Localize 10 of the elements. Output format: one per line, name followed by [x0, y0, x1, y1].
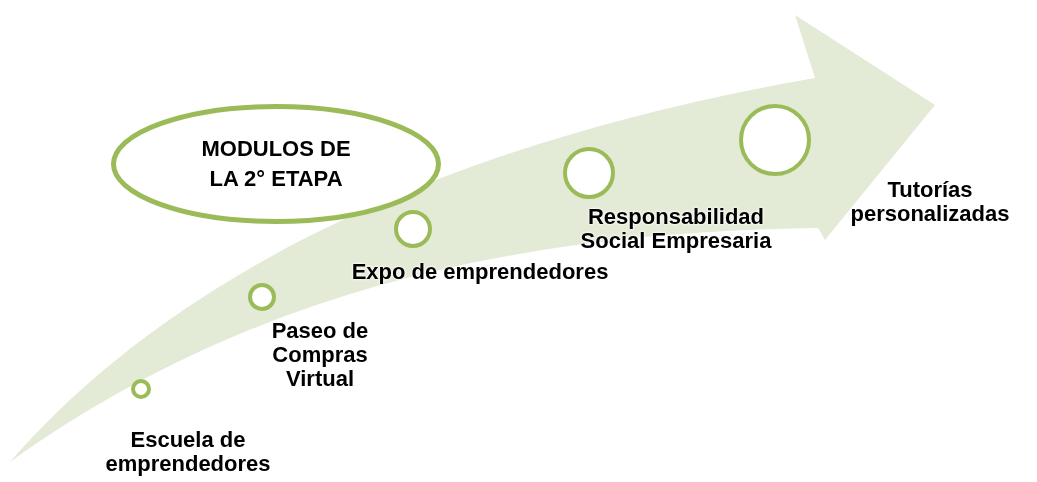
title-ellipse [111, 104, 441, 224]
milestone-circle [131, 379, 151, 399]
milestone-label: Responsabilidad Social Empresaria [579, 205, 773, 253]
milestone-label: Escuela de emprendedores [104, 428, 272, 476]
milestone-label: Expo de emprendedores [350, 260, 610, 284]
milestone-label: Paseo de Compras Virtual [270, 319, 370, 391]
milestone-label: Tutorías personalizadas [849, 178, 1011, 226]
milestone-circle [739, 104, 811, 176]
milestone-circle [248, 283, 276, 311]
title-text: MODULOS DE LA 2° ETAPA [200, 135, 352, 193]
